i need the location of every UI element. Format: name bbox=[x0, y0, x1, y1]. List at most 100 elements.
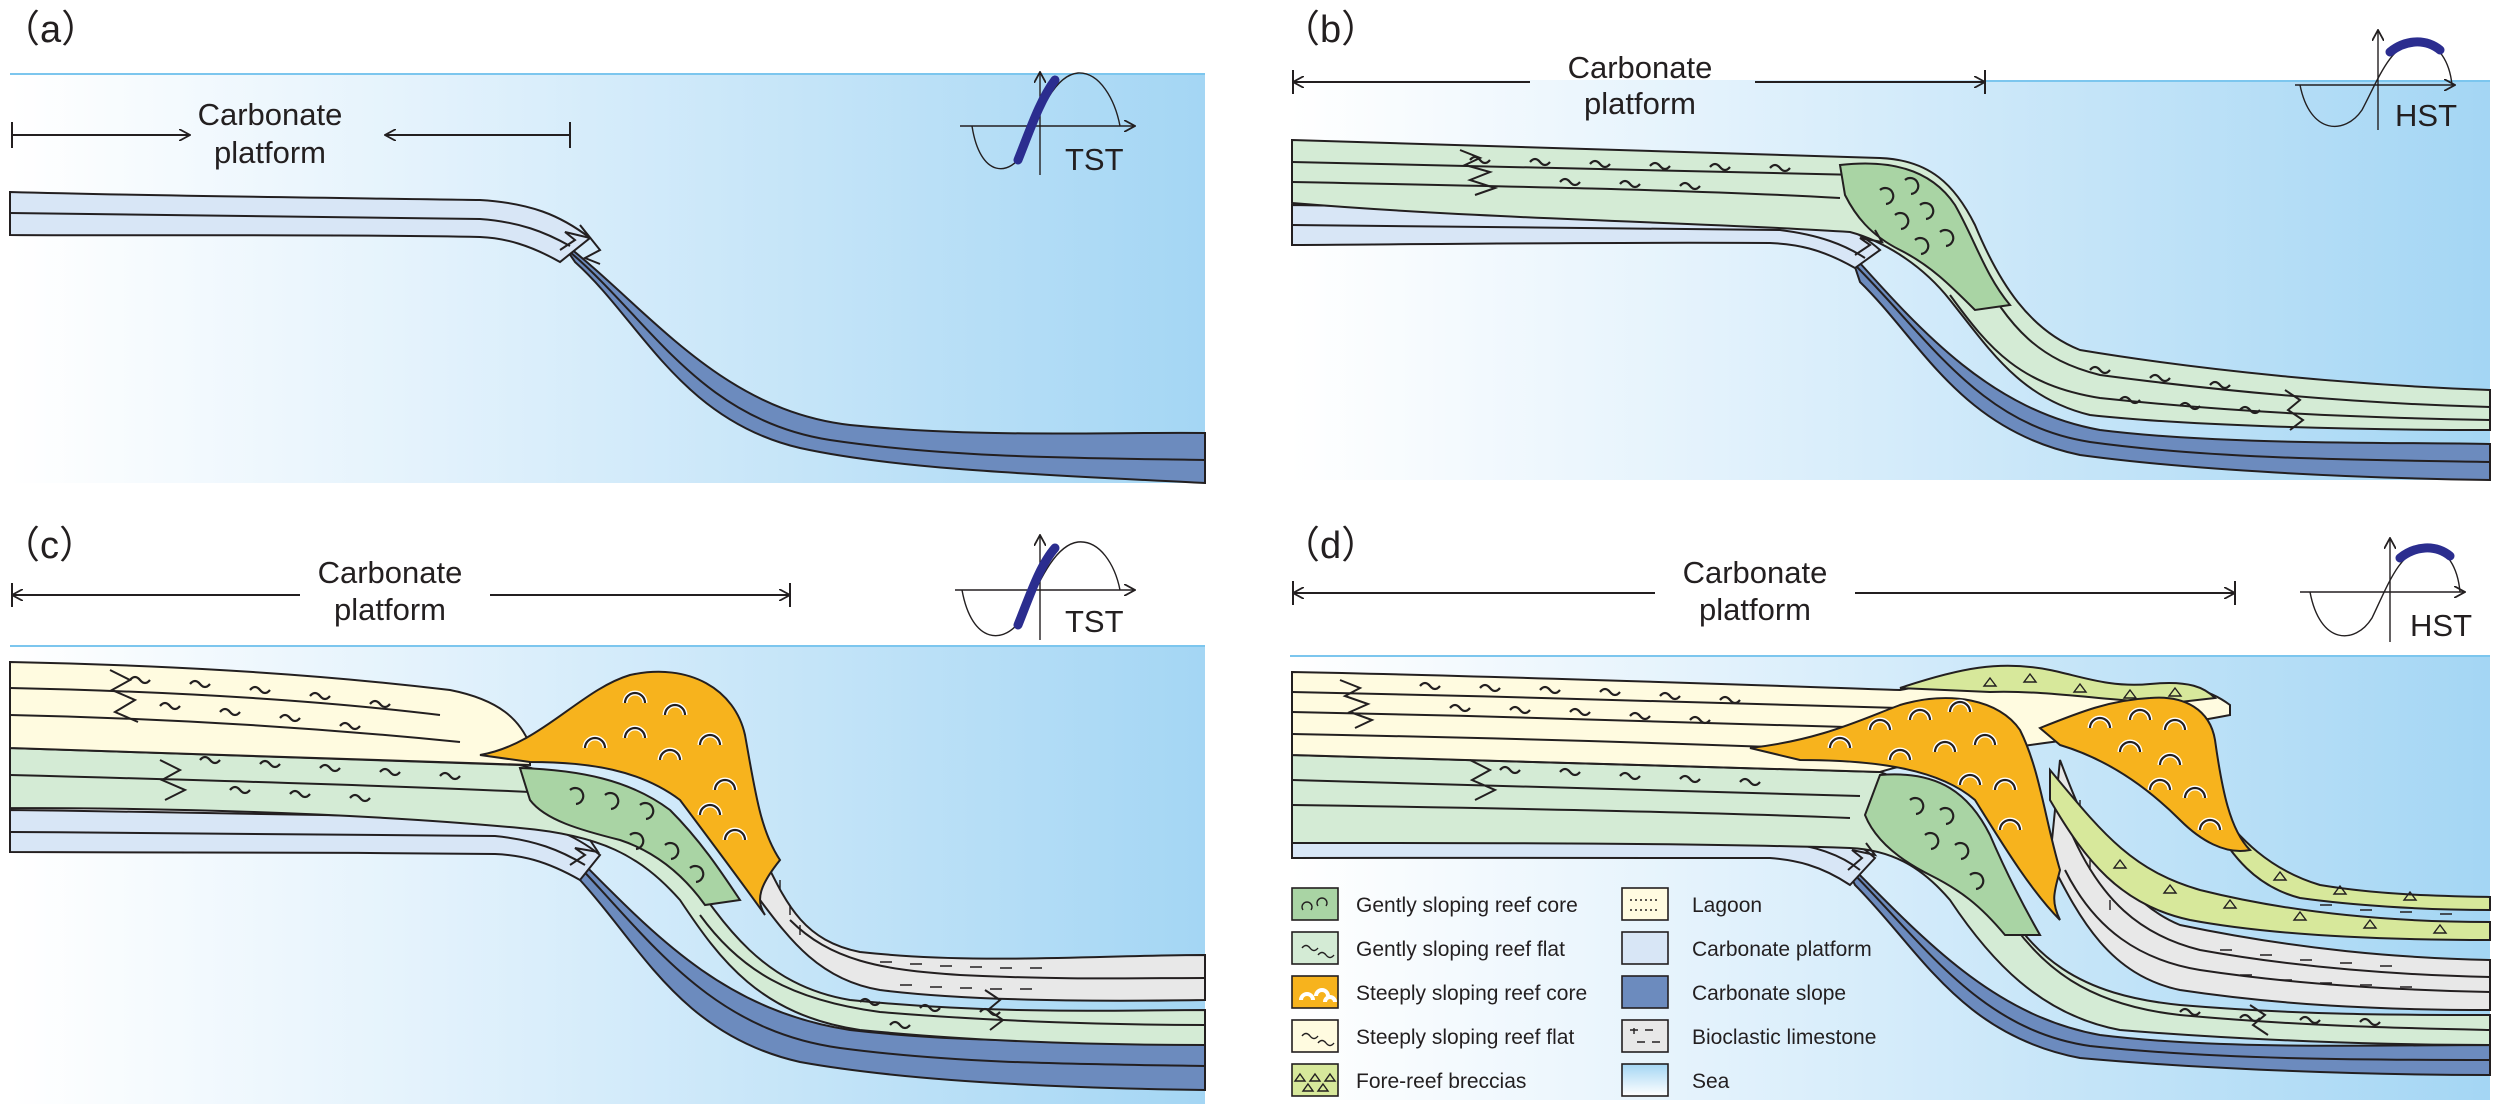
reef-flat-symbols bbox=[1419, 681, 2381, 1027]
sea-level-curve-icon bbox=[955, 535, 1135, 640]
systems-tract-label: TST bbox=[1065, 142, 1124, 177]
systems-tract-label: HST bbox=[2410, 608, 2472, 643]
layer-line bbox=[1974, 264, 2491, 408]
sea-gradient-icon bbox=[1621, 1063, 1669, 1097]
panel-a: （a） Carbonate platform TST bbox=[2, 9, 1206, 485]
panel-c: （c） bbox=[2, 525, 1206, 1104]
layer-line bbox=[1291, 804, 1851, 819]
legend-label: Carbonate slope bbox=[1692, 982, 1846, 1005]
sea bbox=[10, 73, 1205, 483]
slope-internal-line bbox=[569, 251, 1206, 461]
legend-label: Steeply sloping reef flat bbox=[1356, 1026, 1574, 1049]
reef-core-symbols bbox=[569, 787, 705, 884]
facies-zigzag bbox=[984, 989, 1005, 1031]
tilde-symbol-icon bbox=[1301, 944, 1335, 959]
legend-item-steeply-sloping-reef-flat: Steeply sloping reef flat bbox=[1291, 1019, 1574, 1053]
layer-line bbox=[2064, 869, 2491, 993]
layer-line bbox=[9, 714, 461, 743]
slope-internal-line bbox=[1854, 264, 2491, 463]
white-arch-symbol-icon bbox=[1299, 988, 1337, 1003]
reef-flat-symbols bbox=[1469, 155, 2261, 415]
legend-item-gently-sloping-reef-core: Gently sloping reef core bbox=[1291, 887, 1578, 921]
platform-label-line1: Carbonate bbox=[1683, 555, 1828, 590]
facies-zigzag bbox=[159, 759, 188, 801]
fore-reef-breccias bbox=[2209, 797, 2491, 912]
legend-label: Fore-reef breccias bbox=[1356, 1070, 1526, 1093]
panel-label: （a） bbox=[2, 9, 99, 51]
carbonate-platform bbox=[9, 190, 592, 264]
layer-line bbox=[699, 914, 1206, 1026]
layer-line bbox=[2069, 829, 2491, 978]
dash-symbol-icon bbox=[1630, 1028, 1660, 1043]
layer-line bbox=[1291, 181, 1841, 199]
legend-item-steeply-sloping-reef-core: Steeply sloping reef core bbox=[1291, 975, 1587, 1009]
platform-label-line1: Carbonate bbox=[1568, 50, 1713, 85]
carbonate-slope bbox=[1849, 251, 2491, 482]
facies-zigzag bbox=[2284, 389, 2305, 431]
legend-item-carbonate-slope: Carbonate slope bbox=[1621, 975, 1846, 1009]
reef-core-symbols bbox=[1879, 177, 1955, 256]
steeply-sloping-reef-core bbox=[1749, 697, 2062, 921]
reef-core-symbols bbox=[1909, 797, 1985, 891]
facies-zigzag bbox=[1459, 149, 1499, 196]
gently-sloping-reef-core bbox=[518, 766, 742, 907]
slope-internal-line bbox=[1847, 867, 2491, 1061]
steeply-sloping-reef-core bbox=[2038, 696, 2253, 852]
layer-line bbox=[1291, 161, 1861, 176]
legend-item-bioclastic-limestone: Bioclastic limestone bbox=[1621, 1019, 1876, 1053]
fore-reef-breccias bbox=[2049, 767, 2491, 942]
legend-item-lagoon: Lagoon bbox=[1621, 887, 1762, 921]
dotted-dash-symbol-icon bbox=[1630, 899, 1660, 911]
legend-label: Sea bbox=[1692, 1070, 1730, 1093]
panel-b: （b） Carbon bbox=[1282, 9, 2491, 482]
facies-zigzag bbox=[109, 669, 139, 723]
reef-core-outline-symbols bbox=[583, 691, 747, 841]
facies-zigzag bbox=[1339, 679, 1375, 729]
breccia-triangle-symbols bbox=[1982, 672, 2448, 934]
layer-line bbox=[1999, 904, 2491, 1031]
layer-line bbox=[9, 774, 531, 793]
layer-line bbox=[9, 687, 441, 716]
legend-label: Steeply sloping reef core bbox=[1356, 982, 1587, 1005]
platform-internal-line bbox=[9, 831, 586, 866]
platform-label-line1: Carbonate bbox=[318, 555, 463, 590]
tilde-symbol-icon bbox=[1301, 1032, 1335, 1047]
legend-item-gently-sloping-reef-flat: Gently sloping reef flat bbox=[1291, 931, 1565, 965]
legend-label: Gently sloping reef flat bbox=[1356, 938, 1565, 961]
panel-label: （d） bbox=[1282, 525, 1379, 567]
gently-sloping-reef-flat bbox=[1291, 138, 2491, 432]
layer-line bbox=[1291, 691, 1901, 709]
steeply-sloping-reef-core bbox=[479, 670, 782, 916]
layer-line bbox=[1291, 711, 1881, 729]
facies-zigzag bbox=[1469, 759, 1498, 801]
triangle-symbol-icon bbox=[1293, 1072, 1337, 1092]
legend-item-sea: Sea bbox=[1621, 1063, 1730, 1097]
layer-line bbox=[1949, 294, 2491, 421]
facies-zigzag bbox=[1847, 842, 1878, 871]
legend-label: Bioclastic limestone bbox=[1692, 1026, 1876, 1049]
legend-item-carbonate-platform: Carbonate platform bbox=[1621, 931, 1872, 965]
legend-label: Gently sloping reef core bbox=[1356, 894, 1578, 917]
gently-sloping-reef-core bbox=[1863, 773, 2042, 936]
fore-reef-breccias bbox=[1899, 664, 2218, 704]
sea-level-curve-icon bbox=[960, 72, 1135, 175]
platform-internal-line bbox=[9, 212, 571, 247]
panel-label: （c） bbox=[2, 525, 97, 567]
carbonate-slope bbox=[1839, 854, 2491, 1077]
legend: Gently sloping reef core Gently sloping … bbox=[1291, 887, 1876, 1097]
carbonate-slope bbox=[569, 849, 1206, 1092]
legend-label: Carbonate platform bbox=[1692, 938, 1872, 961]
sea-level-curve-icon bbox=[2295, 30, 2455, 130]
layer-line bbox=[1291, 779, 1861, 797]
platform-label-line1: Carbonate bbox=[198, 97, 343, 132]
layer-line bbox=[789, 919, 1206, 980]
facies-zigzag bbox=[2249, 1004, 2269, 1036]
sea-level-curve-icon bbox=[2300, 538, 2465, 642]
legend-label: Lagoon bbox=[1692, 894, 1762, 917]
platform-internal-line bbox=[1291, 224, 1866, 259]
reef-core-outline-symbols bbox=[1828, 700, 2222, 831]
panel-label: （b） bbox=[1282, 9, 1379, 51]
facies-zigzag bbox=[569, 839, 601, 866]
systems-tract-label: TST bbox=[1065, 604, 1124, 639]
